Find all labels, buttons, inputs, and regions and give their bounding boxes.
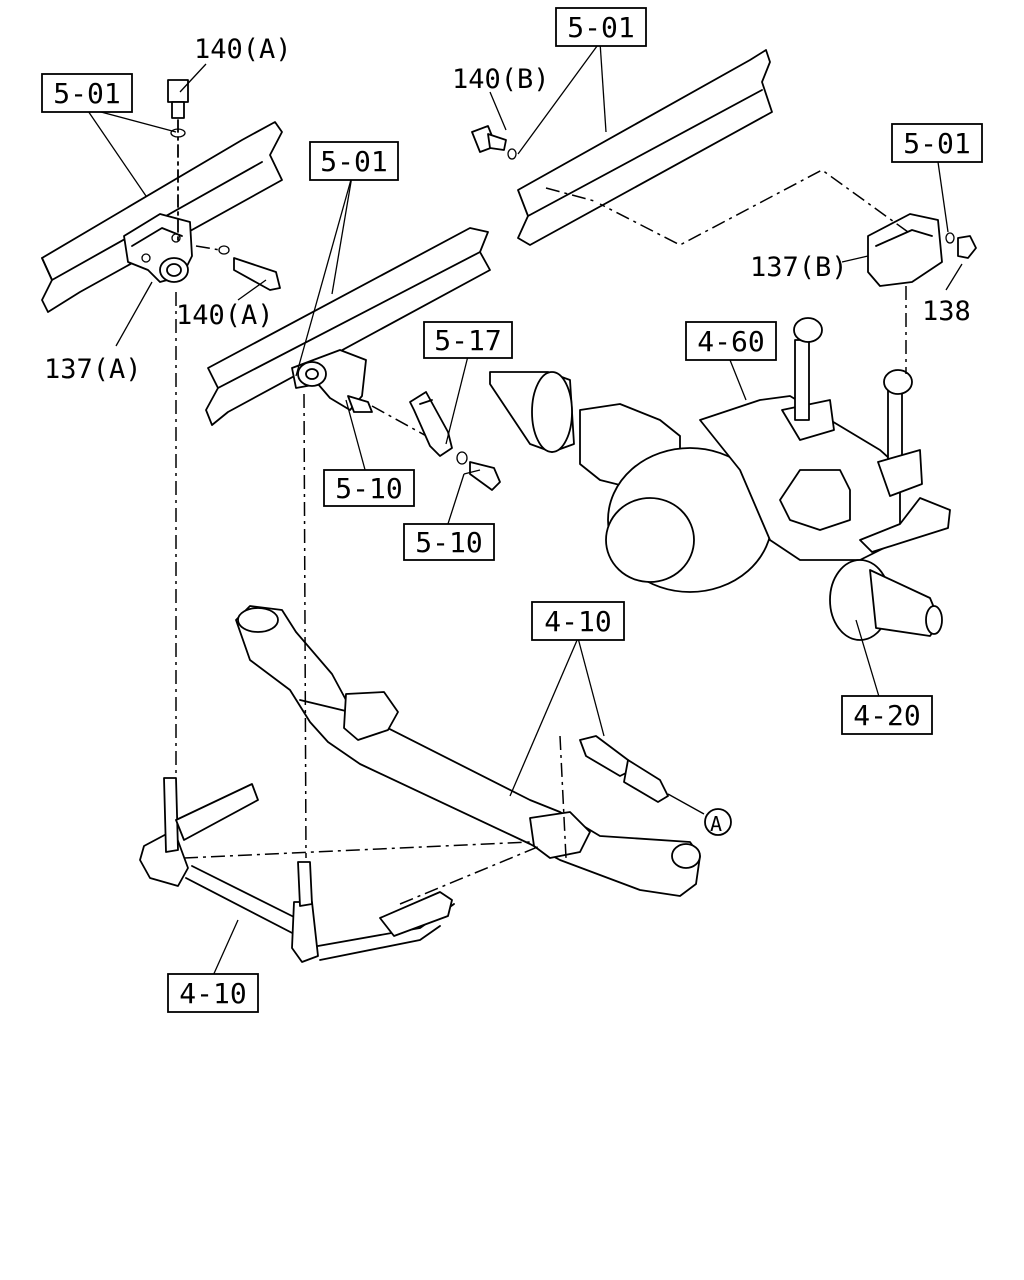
rear-axle	[489, 317, 951, 641]
callout-501-a-label: 5-01	[53, 77, 120, 110]
callout-410-a: 4-10	[531, 601, 625, 641]
stabilizer-bar	[139, 777, 455, 963]
callout-501-b-label: 5-01	[320, 145, 387, 178]
callout-410-a-label: 4-10	[544, 605, 611, 638]
callout-420-label: 4-20	[853, 699, 920, 732]
callout-501-b: 5-01	[309, 141, 399, 181]
part-label-140a-bolt: 140(A)	[176, 300, 274, 331]
callout-410-b-label: 4-10	[179, 977, 246, 1010]
callout-410-b: 4-10	[167, 973, 259, 1013]
bolt-140a-side	[195, 245, 281, 291]
bolt-140a-top	[167, 79, 189, 243]
callout-517-label: 5-17	[434, 324, 501, 357]
callout-517: 5-17	[423, 321, 513, 359]
callout-501-d: 5-01	[891, 123, 983, 163]
frame-rail-right	[517, 49, 773, 246]
callout-510-b: 5-10	[403, 523, 495, 561]
bolt-140b	[471, 125, 517, 160]
link-517	[409, 391, 453, 457]
bracket-137b	[867, 213, 977, 287]
callout-460: 4-60	[685, 321, 777, 361]
king-pin	[579, 735, 732, 836]
callout-501-c-label: 5-01	[567, 11, 634, 44]
shackle-bracket	[291, 349, 431, 439]
callout-510-a-label: 5-10	[335, 472, 402, 505]
front-axle-beam	[235, 605, 701, 897]
bolt-510	[456, 451, 501, 491]
part-label-140a-top: 140(A)	[194, 34, 292, 65]
callout-501-a: 5-01	[41, 73, 133, 113]
leader-bracket-stabilizer	[303, 393, 307, 859]
leader-axle-pin	[559, 735, 567, 859]
leader-lines	[85, 41, 963, 979]
callout-510-a: 5-10	[323, 469, 415, 507]
frame-rail-middle	[205, 227, 491, 426]
callout-501-c: 5-01	[555, 7, 647, 47]
bracket-137a	[123, 213, 193, 283]
callout-420: 4-20	[841, 695, 933, 735]
part-label-137a: 137(A)	[44, 354, 142, 385]
part-label-137b: 137(B)	[750, 252, 848, 283]
callout-501-d-label: 5-01	[903, 127, 970, 160]
part-label-138: 138	[922, 296, 971, 327]
connector-marker-a: A	[710, 812, 722, 836]
part-label-140b: 140(B)	[452, 64, 550, 95]
callout-460-label: 4-60	[697, 325, 764, 358]
callout-510-b-label: 5-10	[415, 526, 482, 559]
